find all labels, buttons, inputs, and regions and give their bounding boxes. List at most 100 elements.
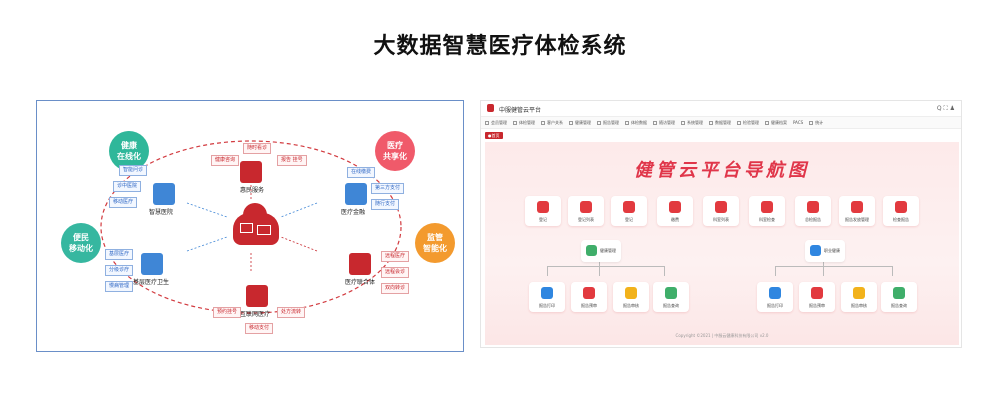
tag: 在线缴费 — [347, 167, 376, 178]
nav-tile[interactable]: 报告打印 — [529, 282, 565, 312]
connector — [547, 266, 665, 276]
group-occupational-health[interactable]: 职业健康 — [805, 240, 845, 262]
nav-tile[interactable]: 缴费 — [657, 196, 693, 226]
tag: 第三方支付 — [371, 183, 405, 194]
node-label: 基层医疗卫生 — [133, 279, 170, 286]
menu-item[interactable]: 健康档案 — [765, 120, 787, 126]
tag: 处方流转 — [277, 307, 306, 318]
menu-item[interactable]: 健康管理 — [569, 120, 591, 126]
menu-item[interactable]: 体检数据 — [625, 120, 647, 126]
list-icon — [580, 201, 592, 213]
badge-medical-sharing: 医疗 共享化 — [375, 131, 415, 171]
tag: 移动支付 — [245, 323, 274, 334]
badge-health-online: 健康 在线化 — [109, 131, 149, 171]
nav-tile[interactable]: 登记 — [611, 196, 647, 226]
tag: 基层医疗 — [105, 249, 134, 260]
pre-review-icon — [583, 287, 595, 299]
tag: 健康咨询 — [211, 155, 240, 166]
tag: 慢病管理 — [105, 281, 134, 292]
tag: 远程会诊 — [381, 267, 410, 278]
node-label: 智慧医院 — [149, 209, 174, 216]
badge-smart-supervision: 监管 智能化 — [415, 223, 455, 263]
query-icon — [665, 287, 677, 299]
node-label: 医疗金融 — [341, 209, 366, 216]
node-label: 医疗联合体 — [345, 279, 376, 286]
check-report-icon — [895, 201, 907, 213]
nav-tile[interactable]: 总检报告 — [795, 196, 831, 226]
nav-tile[interactable]: 报告审核 — [841, 282, 877, 312]
nav-tile[interactable]: 报告查询 — [653, 282, 689, 312]
menu-item[interactable]: 系统管理 — [681, 120, 703, 126]
app-name: 中服健管云平台 — [499, 107, 542, 114]
heart-icon — [240, 161, 262, 183]
department-icon — [715, 201, 727, 213]
tag: 分级诊疗 — [105, 265, 134, 276]
nav-tile[interactable]: 报告预审 — [571, 282, 607, 312]
audit-icon — [853, 287, 865, 299]
group-health-management[interactable]: 健康管理 — [581, 240, 621, 262]
app-window: 中服健管云平台 Q ⛶ ♟ 会员管理 体检管理 客户关系 健康管理 报告管理 体… — [480, 100, 962, 348]
node-label: 惠民服务 — [240, 187, 265, 194]
menu-item[interactable]: 会员管理 — [485, 120, 507, 126]
copyright: Copyright ©2021 | 中服云健康科技有限公司 v2.0 — [675, 333, 769, 338]
diagram-lines — [100, 140, 402, 314]
nav-tile[interactable]: 科室检查 — [749, 196, 785, 226]
medical-union-icon — [349, 253, 371, 275]
hospital-icon — [153, 183, 175, 205]
menu-item[interactable]: 随访管理 — [653, 120, 675, 126]
exam-icon — [761, 201, 773, 213]
nav-tile[interactable]: 报告发放管理 — [839, 196, 875, 226]
print-icon — [769, 287, 781, 299]
clinic-icon — [141, 253, 163, 275]
connector — [775, 266, 893, 276]
menu-item[interactable]: 检验管理 — [737, 120, 759, 126]
toolbar-icons[interactable]: Q ⛶ ♟ — [936, 105, 955, 112]
nav-tile[interactable]: 报告预审 — [799, 282, 835, 312]
nav-tile[interactable]: 检查报告 — [883, 196, 919, 226]
badge-mobile: 便民 移动化 — [61, 223, 101, 263]
tag: 移动医疗 — [109, 197, 138, 208]
menu-item[interactable]: 体检管理 — [513, 120, 535, 126]
architecture-diagram: 健康 在线化 医疗 共享化 便民 移动化 监管 智能化 惠民服务 智慧医院 医疗… — [36, 100, 464, 352]
menubar: 会员管理 体检管理 客户关系 健康管理 报告管理 体检数据 随访管理 系统管理 … — [481, 117, 961, 129]
audit-icon — [625, 287, 637, 299]
connector — [823, 252, 824, 276]
query-icon — [893, 287, 905, 299]
tag: 随行支付 — [371, 199, 400, 210]
nav-tile[interactable]: 登记列表 — [568, 196, 604, 226]
occupational-icon — [810, 245, 821, 256]
app-topbar: 中服健管云平台 Q ⛶ ♟ — [481, 101, 961, 117]
nav-tile[interactable]: 科室列表 — [703, 196, 739, 226]
payment-icon — [669, 201, 681, 213]
health-icon — [586, 245, 597, 256]
home-tab[interactable]: ●首页 — [485, 132, 503, 139]
menu-item[interactable]: PACS — [793, 120, 804, 125]
nav-canvas: 健管云平台导航图 登记 登记列表 登记 缴费 科室列表 科室检查 总检报告 报告… — [485, 142, 959, 345]
tag: 诊中医院 — [113, 181, 142, 192]
menu-item[interactable]: 报告管理 — [597, 120, 619, 126]
menu-item[interactable]: 数据管理 — [709, 120, 731, 126]
logo-icon — [487, 104, 494, 112]
pre-review-icon — [811, 287, 823, 299]
nav-tile[interactable]: 登记 — [525, 196, 561, 226]
print-icon — [541, 287, 553, 299]
node-label: 互联网医疗 — [240, 311, 271, 318]
nav-title: 健管云平台导航图 — [634, 160, 810, 181]
connector — [599, 252, 600, 276]
nav-tile[interactable]: 报告查询 — [881, 282, 917, 312]
tag: 报告 挂号 — [277, 155, 307, 166]
cloud-icon — [233, 203, 279, 245]
tag: 随时看诊 — [243, 143, 272, 154]
menu-item[interactable]: 统计 — [809, 120, 823, 126]
nav-tile[interactable]: 报告审核 — [613, 282, 649, 312]
internet-icon — [246, 285, 268, 307]
release-icon — [851, 201, 863, 213]
register-icon — [537, 201, 549, 213]
tag: 双向转诊 — [381, 283, 410, 294]
nav-tile[interactable]: 报告打印 — [757, 282, 793, 312]
register-icon — [623, 201, 635, 213]
tag: 智能问诊 — [119, 165, 148, 176]
page-title: 大数据智慧医疗体检系统 — [373, 34, 627, 59]
tag: 预约挂号 — [213, 307, 242, 318]
menu-item[interactable]: 客户关系 — [541, 120, 563, 126]
